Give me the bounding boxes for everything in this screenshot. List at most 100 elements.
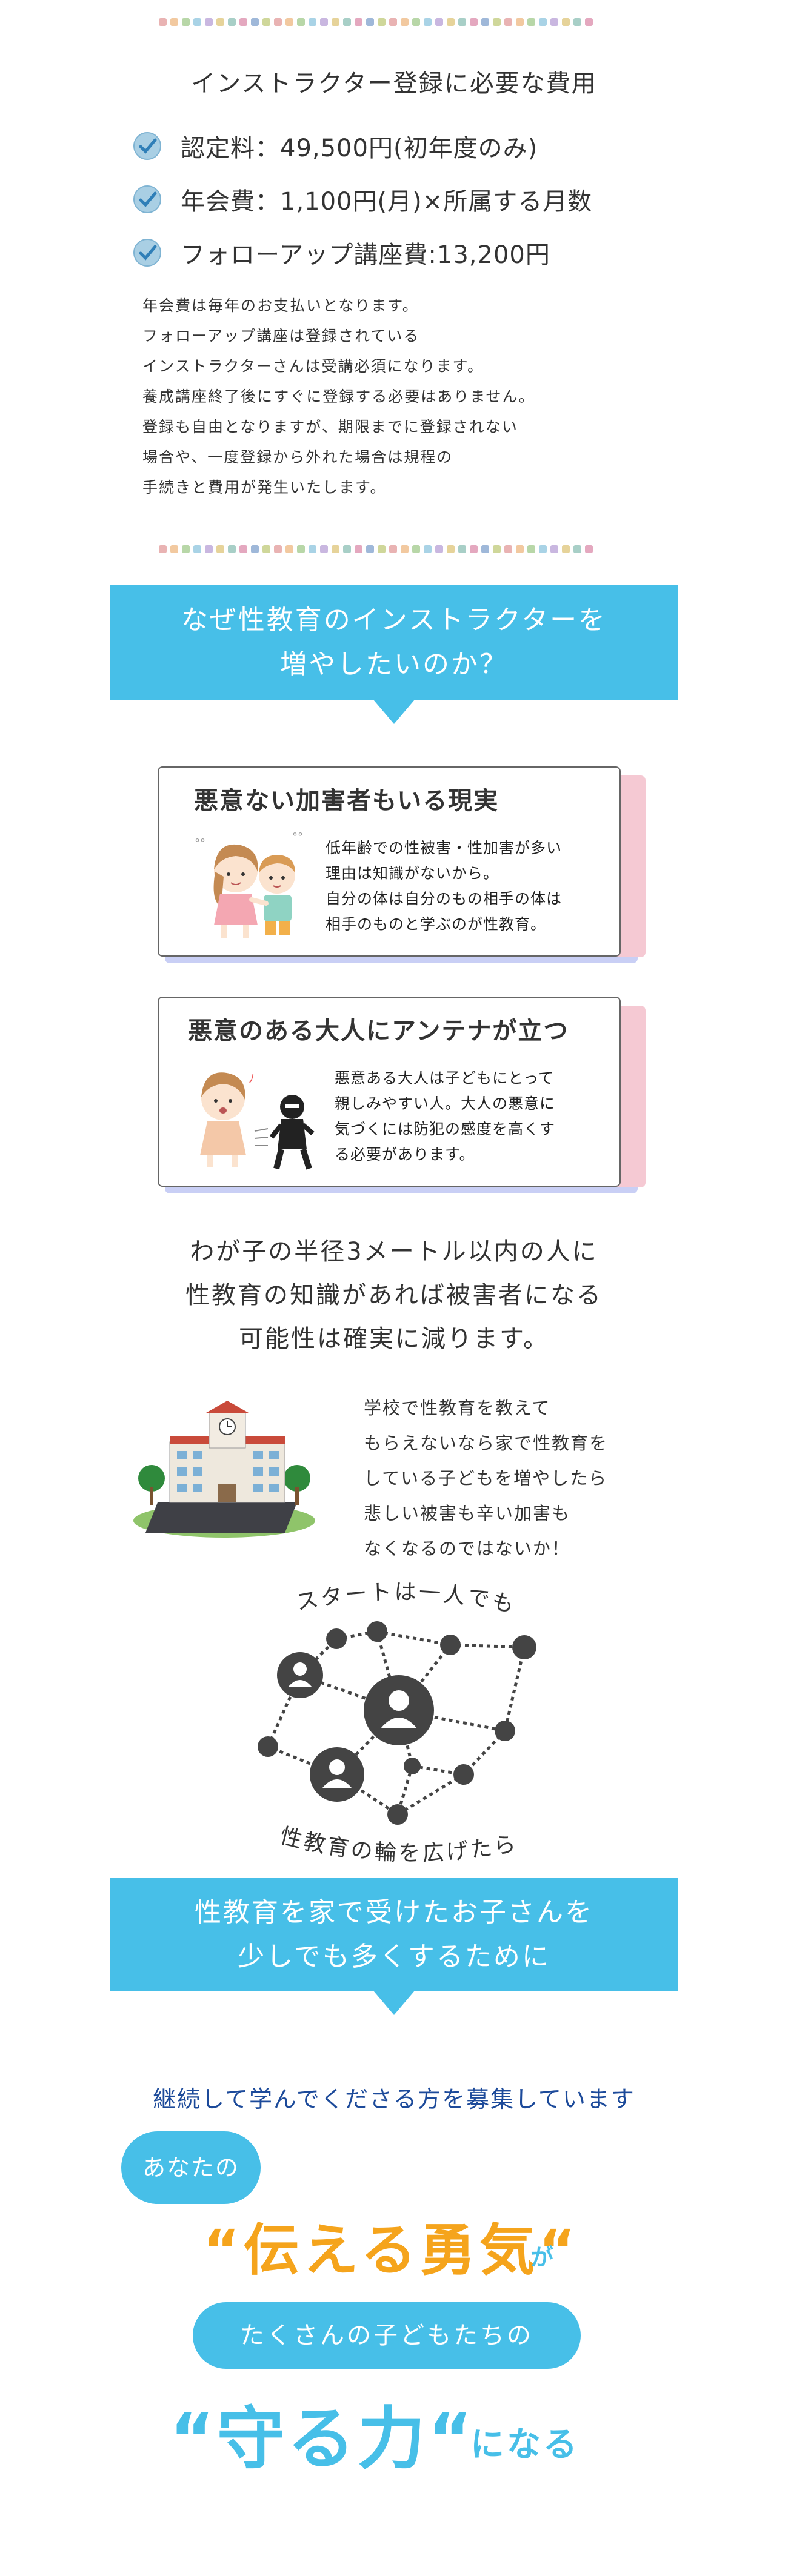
divider-dot (585, 18, 593, 26)
stranger-danger-illustration: ﾉ (200, 1071, 315, 1170)
divider-dot (458, 545, 466, 553)
note-line: インストラクターさんは受講必須になります。 (142, 357, 484, 375)
divider-dot (332, 545, 339, 553)
svg-text:ﾉ: ﾉ (249, 1071, 255, 1086)
banner2-pointer (373, 1991, 415, 2015)
statement-line: 性教育の知識があれば被害者になる (185, 1281, 603, 1309)
card-line: 気づくには防犯の感度を高くす (335, 1120, 556, 1138)
divider-dot (470, 545, 478, 553)
divider-dot (493, 18, 501, 26)
children-illustration: °° °° (195, 831, 303, 938)
recruit-text: 継続して学んでくださる方を募集しています (153, 2086, 635, 2113)
naru-phrase: になる (470, 2425, 579, 2465)
divider-dot (285, 545, 293, 553)
divider-dot (239, 18, 247, 26)
person-icon (364, 1675, 434, 1745)
card-line: 低年齢での性被害・性加害が多い (326, 839, 563, 857)
divider-dot (447, 18, 455, 26)
divider-dot (262, 545, 270, 553)
card-line: 相手のものと学ぶのが性教育。 (326, 915, 547, 933)
card-line: 自分の体は自分のもの相手の体は (326, 890, 563, 908)
divider-dot (239, 545, 247, 553)
fees-title: インストラクター登録に必要な費用 (191, 70, 597, 98)
divider-dot (251, 545, 259, 553)
divider-dot (527, 545, 535, 553)
divider-dot (170, 545, 178, 553)
card-malicious-adults: 悪意のある大人にアンテナが立つ ﾉ 悪意ある大人は子どもにとって 親しみやすい人… (158, 997, 621, 1187)
divider-dot (504, 18, 512, 26)
divider-dot (470, 18, 478, 26)
card-unintentional-offenders: 悪意ない加害者もいる現実 °° °° 低年齢での性被害・性加害が多い 理由は知識… (158, 766, 621, 957)
fee-item-certification: 認定料：49,500円(初年度のみ) (132, 128, 538, 164)
divider-dot (435, 545, 443, 553)
why-line-1: なぜ性教育のインストラクターを (181, 605, 607, 636)
divider-dot (159, 18, 167, 26)
card-line: 親しみやすい人。大人の悪意に (335, 1095, 556, 1112)
divider-dot (481, 18, 489, 26)
divider-dot (297, 18, 305, 26)
divider-dot (274, 545, 282, 553)
divider-dot (297, 545, 305, 553)
network-bottom-label: 性教育の輪を広げたら (278, 1824, 520, 1866)
fee-item-annual: 年会費：1,100円(月)×所属する月数 (132, 182, 592, 217)
check-icon (133, 185, 161, 213)
divider-dot (251, 18, 259, 26)
check-icon (133, 239, 161, 267)
divider-dot (366, 545, 374, 553)
note-line: 登録も自由となりますが、期限までに登録されない (142, 418, 518, 436)
bottom-dot-divider (159, 545, 593, 553)
divider-dot (504, 545, 512, 553)
divider-dot (539, 18, 547, 26)
divider-dot (309, 18, 316, 26)
note-line: 手続きと費用が発生いたします。 (142, 479, 387, 496)
divider-dot (285, 18, 293, 26)
school-line: している子どもを増やしたら (364, 1468, 608, 1489)
divider-dot (573, 545, 581, 553)
card-line: 理由は知識がないから。 (326, 865, 499, 882)
divider-dot (309, 545, 316, 553)
school-line: もらえないなら家で性教育を (364, 1433, 609, 1453)
divider-dot (435, 18, 443, 26)
note-line: フォローアップ講座は登録されている (142, 327, 420, 345)
network-top-label: スタートは一人でも (295, 1580, 519, 1618)
divider-dot (343, 545, 351, 553)
children-badge: たくさんの子どもたちの (193, 2302, 581, 2369)
fee-item-label: 年会費：1,100円(月)×所属する月数 (181, 188, 593, 216)
divider-dot (585, 545, 593, 553)
ga-particle: が (530, 2244, 554, 2271)
divider-dot (182, 545, 190, 553)
divider-dot (550, 18, 558, 26)
divider-dot (516, 545, 524, 553)
fee-item-label: フォローアップ講座費:13,200円 (181, 241, 550, 269)
protect-phrase: “守る力“ (170, 2400, 475, 2478)
divider-dot (401, 18, 409, 26)
divider-dot (378, 18, 386, 26)
divider-dot (355, 18, 362, 26)
fees-note: 年会費は毎年のお支払いとなります。 フォローアップ講座は登録されている インスト… (142, 291, 535, 503)
divider-dot (412, 18, 420, 26)
divider-dot (562, 18, 570, 26)
school-line: 学校で性教育を教えて (364, 1398, 551, 1418)
note-line: 場合や、一度登録から外れた場合は規程の (142, 448, 453, 466)
anata-badge: あなたの (121, 2131, 261, 2204)
divider-dot (458, 18, 466, 26)
why-banner: なぜ性教育のインストラクターを 増やしたいのか？ (110, 585, 678, 700)
divider-dot (320, 545, 328, 553)
courage-phrase: “伝える勇気“ (203, 2218, 579, 2283)
divider-dot (366, 18, 374, 26)
divider-dot (539, 545, 547, 553)
people-network-illustration: スタートは一人でも 性教育の輪を広げたら (258, 1580, 536, 1866)
divider-dot (550, 545, 558, 553)
why-banner-pointer (373, 700, 415, 724)
card-title: 悪意ない加害者もいる現実 (194, 787, 499, 815)
svg-text:°°: °° (195, 837, 205, 849)
fee-item-label: 認定料：49,500円(初年度のみ) (181, 134, 538, 162)
divider-dot (412, 545, 420, 553)
note-line: 年会費は毎年のお支払いとなります。 (142, 297, 419, 314)
divider-dot (493, 545, 501, 553)
school-illustration (133, 1401, 315, 1538)
divider-dot (159, 545, 167, 553)
card-line: る必要があります。 (335, 1146, 475, 1163)
divider-dot (424, 545, 432, 553)
divider-dot (562, 545, 570, 553)
